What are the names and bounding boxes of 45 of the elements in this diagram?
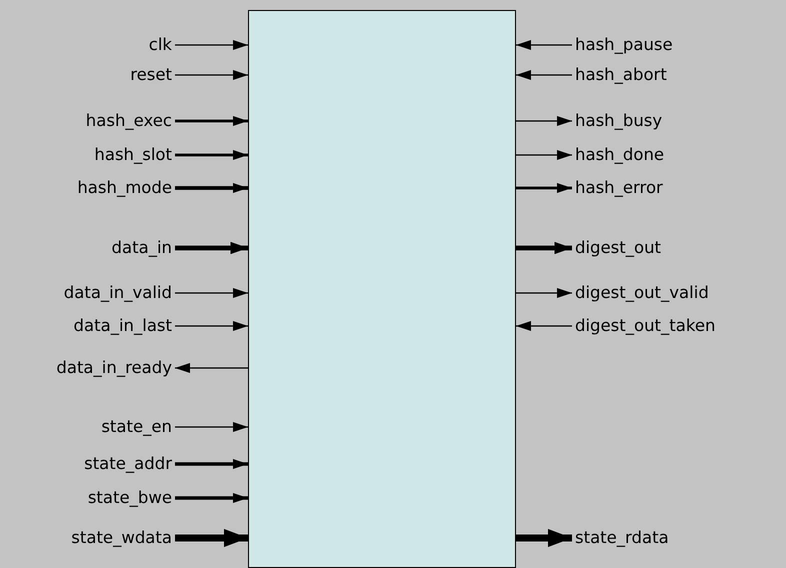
signal-name: digest_out_valid [575,283,709,303]
signal-name: hash_done [575,145,664,165]
arrow [516,183,572,193]
signal-name: hash_exec [86,111,172,131]
arrow [175,183,248,193]
signal-name: data_in_ready [56,358,172,378]
signal-name: state_en [101,417,172,437]
signal-name: state_rdata [575,528,669,548]
arrow [175,116,248,126]
signal-name: hash_mode [77,178,172,198]
arrow [175,493,248,503]
signal-name: hash_pause [575,35,673,55]
signal-name: digest_out [575,238,662,258]
arrow [175,459,248,469]
core-block [248,10,516,568]
arrow [516,70,572,80]
arrow [175,422,248,432]
arrow [175,70,248,80]
signal-name: digest_out_taken [575,316,716,336]
arrow [516,116,572,126]
signal-name: hash_error [575,178,663,198]
arrow [175,363,248,373]
signal-name: state_addr [84,454,172,474]
arrow [175,242,248,254]
signal-name: data_in_valid [64,283,172,303]
arrow [175,321,248,331]
arrow [516,321,572,331]
arrow [516,528,572,548]
signal-name: data_in_last [74,316,172,336]
signal-name: clk [148,35,172,55]
signal-name: hash_busy [575,111,662,131]
signal-name: hash_abort [575,65,667,85]
arrow [516,242,572,254]
signal-name: hash_slot [94,145,172,165]
arrow [516,288,572,298]
arrow [175,288,248,298]
arrow [175,40,248,50]
signal-name: data_in [112,238,172,258]
signal-name: state_bwe [88,488,172,508]
arrow [175,150,248,160]
arrow [175,528,248,548]
arrow [516,150,572,160]
signal-name: reset [130,65,172,85]
signal-name: state_wdata [71,528,172,548]
arrow [516,40,572,50]
